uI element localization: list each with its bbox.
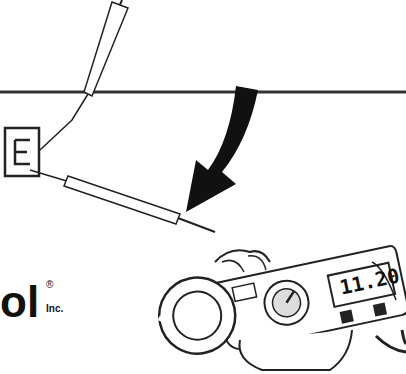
test-cords xyxy=(376,330,406,352)
brand-logo: ol xyxy=(0,280,39,324)
probe-lead xyxy=(178,218,215,232)
probe-handle xyxy=(84,2,128,96)
pointer-arrow xyxy=(186,86,258,212)
jack xyxy=(373,302,387,316)
probe-handle xyxy=(64,176,180,224)
hand xyxy=(215,250,352,370)
jack xyxy=(340,309,354,323)
probe-tip xyxy=(30,170,70,182)
clamp-opening xyxy=(169,287,226,344)
probe-tip xyxy=(40,94,88,150)
dial-pointer xyxy=(284,291,296,303)
registered-mark: ® xyxy=(46,280,53,290)
clamp-jaw xyxy=(152,271,242,361)
hold-button xyxy=(232,283,256,301)
company-suffix: Inc. xyxy=(46,304,63,314)
range-dial xyxy=(260,277,312,329)
fingers xyxy=(222,256,266,272)
header-rule xyxy=(0,91,406,94)
outlet-slots xyxy=(15,140,30,164)
dial-knob xyxy=(270,286,303,319)
wall-outlet xyxy=(5,128,39,176)
jaw-gap xyxy=(159,316,170,326)
